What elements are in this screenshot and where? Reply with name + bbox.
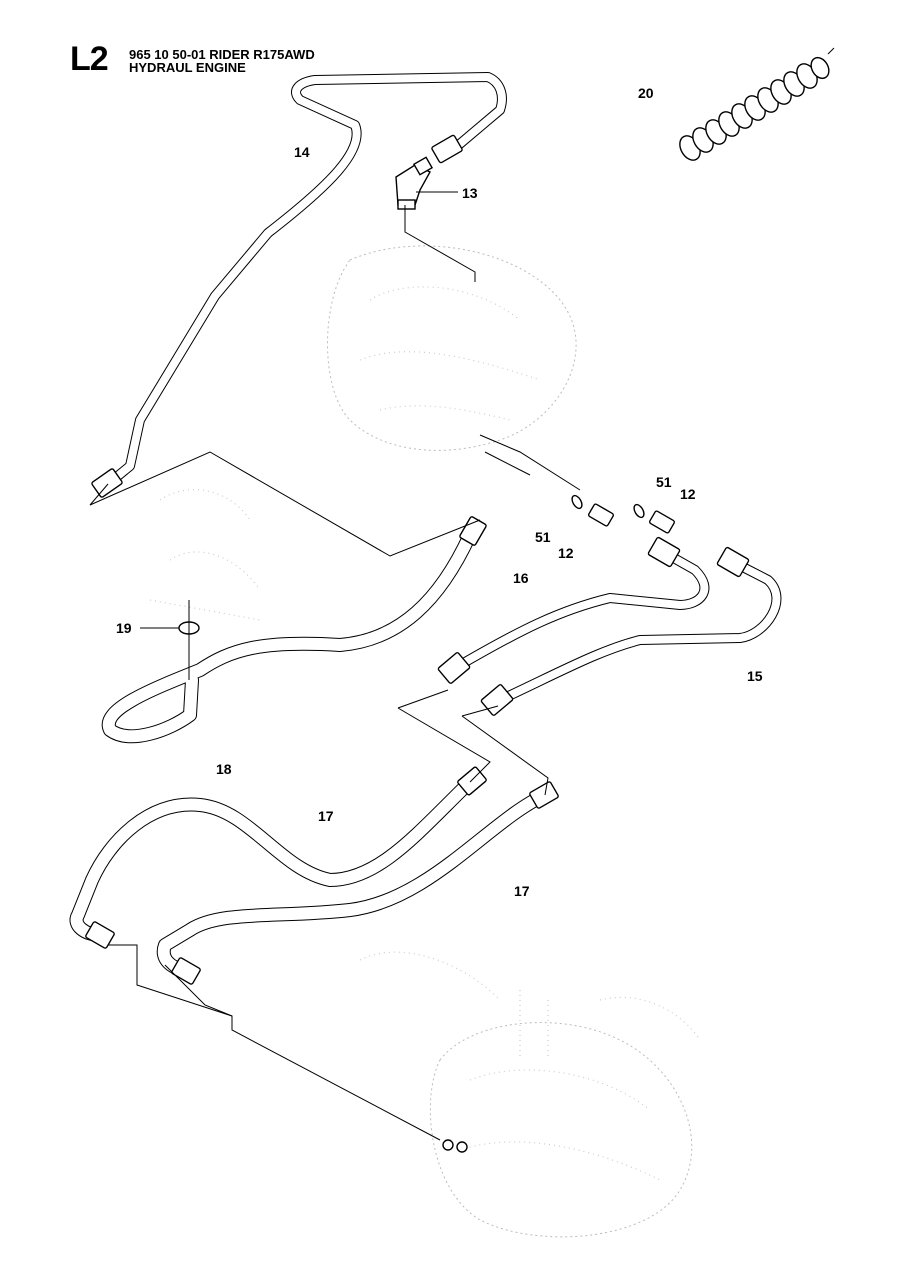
hose-part-18 [101, 516, 487, 744]
assembly-title: HYDRAUL ENGINE [129, 60, 246, 75]
callout-14: 14 [294, 144, 310, 160]
callout-51-lower: 51 [535, 529, 551, 545]
spiral-guard-part-20 [679, 47, 835, 161]
transmission-ghost-outline [359, 951, 701, 1238]
engine-ghost-outline [149, 245, 577, 621]
callout-17-lower: 17 [514, 883, 530, 899]
callout-18: 18 [216, 761, 232, 777]
callout-15: 15 [747, 668, 763, 684]
callout-12-lower: 12 [558, 545, 574, 561]
elbow-fitting-part-13 [395, 156, 434, 210]
oring-nipple-parts-51-12 [571, 494, 675, 534]
callout-20: 20 [638, 85, 654, 101]
callout-16: 16 [513, 570, 529, 586]
callout-19: 19 [116, 620, 132, 636]
leader-lines [89, 191, 581, 1153]
model-title: 965 10 50-01 RIDER R175AWD [129, 47, 315, 62]
rigid-pipe-part-14 [91, 72, 507, 498]
rigid-pipe-part-16 [437, 536, 710, 684]
hose-part-17-lower [156, 781, 559, 985]
callout-17-upper: 17 [318, 808, 334, 824]
hose-part-17-upper [69, 766, 487, 949]
callout-13: 13 [462, 185, 478, 201]
section-code: L2 [70, 40, 109, 78]
callout-51-upper: 51 [656, 474, 672, 490]
callout-12-upper: 12 [680, 486, 696, 502]
rigid-pipe-part-15 [480, 546, 782, 716]
